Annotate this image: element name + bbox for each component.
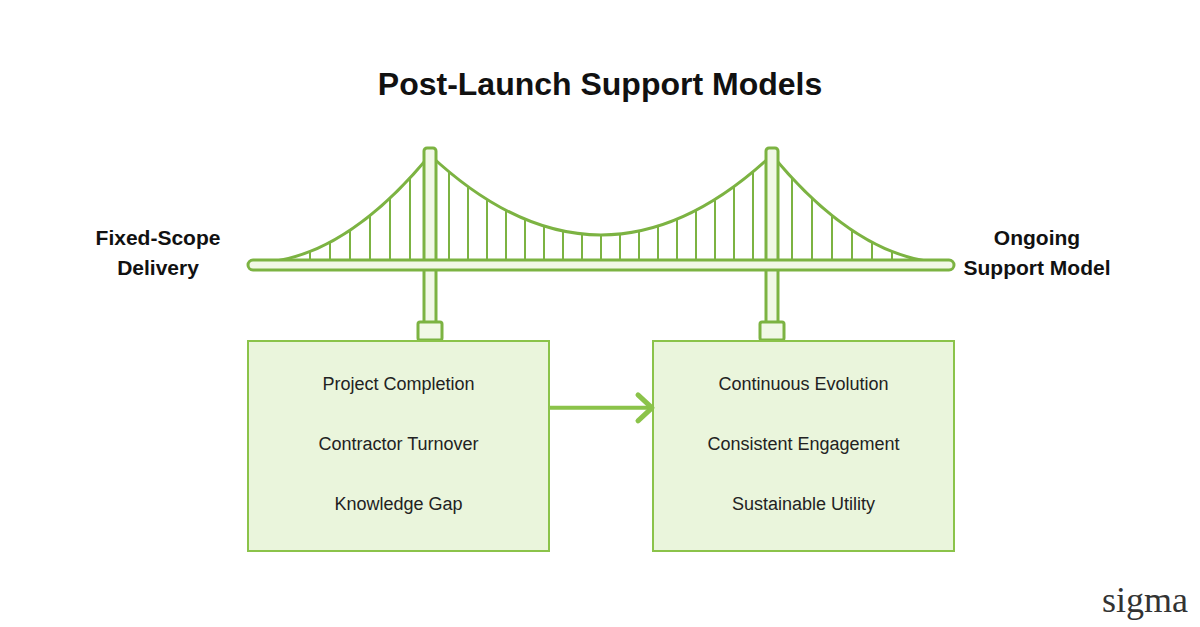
bridge-cable — [772, 155, 950, 263]
bridge-tower — [424, 148, 436, 324]
box-text: Consistent Engagement — [707, 432, 899, 456]
logo-text: sigma — [1102, 580, 1188, 620]
tower-base — [760, 322, 784, 340]
side-label: Fixed-Scope Delivery — [83, 223, 233, 283]
bridge-hangers — [310, 172, 892, 262]
bridge-tower — [766, 148, 778, 324]
box-text: Contractor Turnover — [318, 432, 478, 456]
diagram-title: Post-Launch Support Models — [0, 64, 1200, 104]
tower-base — [418, 322, 442, 340]
arrow-shaft — [550, 406, 652, 410]
bridge-cable — [430, 155, 772, 235]
process-box: Project CompletionContractor TurnoverKno… — [247, 340, 550, 552]
box-text: Project Completion — [322, 372, 474, 396]
box-text: Continuous Evolution — [718, 372, 888, 396]
side-label: Ongoing Support Model — [958, 223, 1116, 283]
flow-arrow — [550, 395, 652, 421]
box-text: Sustainable Utility — [732, 492, 875, 516]
arrow-head — [638, 395, 652, 421]
box-text: Knowledge Gap — [334, 492, 462, 516]
bridge-cable — [252, 155, 430, 263]
process-box: Continuous EvolutionConsistent Engagemen… — [652, 340, 955, 552]
bridge-deck — [248, 260, 954, 270]
